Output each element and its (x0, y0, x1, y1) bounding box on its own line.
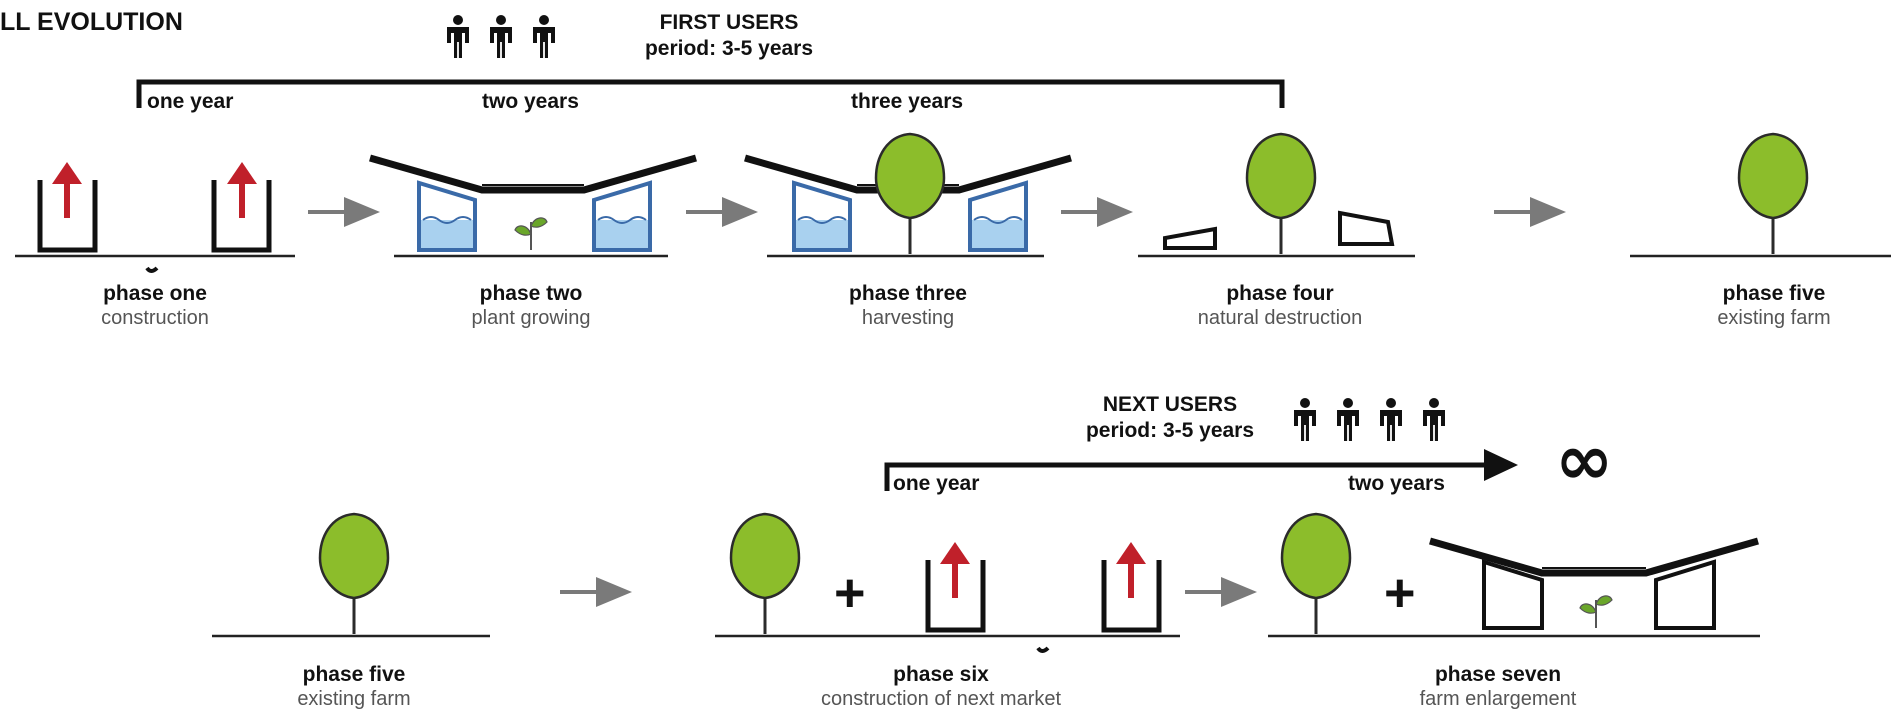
flow-arrow-icon (1492, 195, 1568, 229)
tree-icon (729, 512, 801, 636)
first-users-period: period: 3-5 years (644, 37, 814, 60)
flow-arrow-icon (1059, 195, 1135, 229)
person-icon (447, 15, 469, 58)
first-users-title: FIRST USERS (659, 11, 799, 34)
planter-box (417, 180, 477, 252)
phase-description: construction of next market (820, 688, 1062, 710)
next-users-title: NEXT USERS (1102, 393, 1238, 416)
phase-description: farm enlargement (1419, 688, 1577, 710)
person-icon (1294, 398, 1316, 441)
duration-one-year: one year (147, 90, 234, 113)
diagram-title: LL EVOLUTION (0, 8, 183, 36)
water-surface (422, 216, 472, 224)
phase-six-caption: phase six construction of next market (821, 662, 1061, 712)
person-icon (1380, 398, 1402, 441)
phase-one-caption: phase one construction (101, 281, 209, 331)
marker (145, 266, 159, 273)
water (596, 220, 648, 248)
flow-arrow-icon (558, 575, 634, 609)
sprout-icon (1579, 594, 1613, 629)
canopy-roof (370, 158, 696, 190)
infinity-icon: ∞ (1555, 419, 1614, 501)
water (972, 220, 1024, 248)
water (796, 220, 848, 248)
next-users-period: period: 3-5 years (1085, 419, 1255, 442)
canopy-roof (1429, 537, 1759, 577)
up-arrow-icon (227, 162, 257, 218)
tree-icon (318, 512, 390, 636)
period-arrow-line (884, 462, 1490, 491)
person-icon (490, 15, 512, 58)
canopy-roof (1430, 541, 1758, 573)
ruined-box (1338, 210, 1395, 246)
phase-name: phase seven (1434, 663, 1562, 686)
phase-description: existing farm (297, 688, 411, 710)
phase-name: phase five (302, 663, 406, 686)
person-icon (1423, 398, 1445, 441)
ruined-box (1163, 226, 1217, 250)
phase-name: phase one (103, 282, 207, 305)
tree-icon (1280, 512, 1352, 636)
phase-description: plant growing (471, 307, 591, 329)
tree-icon (1245, 132, 1317, 256)
flow-arrow-icon (1183, 575, 1259, 609)
next-duration-one-year: one year (893, 472, 980, 495)
plus-icon: + (834, 563, 866, 623)
phase-name: phase four (1226, 282, 1334, 305)
construction-box (37, 180, 98, 253)
phase-description: construction (101, 307, 209, 329)
person-icon (1337, 398, 1359, 441)
up-arrow-icon (1116, 542, 1146, 598)
person-icon (533, 15, 555, 58)
planter-box (792, 180, 852, 252)
duration-three-years: three years (851, 90, 964, 113)
tree-icon (874, 132, 946, 256)
phase-five-caption: phase five existing farm (1717, 281, 1830, 331)
phase-four-caption: phase four natural destruction (1198, 281, 1363, 331)
planter-box (1482, 559, 1544, 630)
flow-arrow-icon (684, 195, 760, 229)
flow-arrow-icon (306, 195, 382, 229)
duration-two-years: two years (482, 90, 579, 113)
phase-name: phase three (849, 282, 967, 305)
phase-name: phase six (893, 663, 989, 686)
tree-icon (1737, 132, 1809, 256)
phase-name: phase two (479, 282, 583, 305)
construction-box (1101, 560, 1162, 633)
water (421, 220, 473, 248)
phase-description: existing farm (1717, 307, 1831, 329)
plus-icon: + (1384, 563, 1416, 623)
up-arrow-icon (940, 542, 970, 598)
phase-description: natural destruction (1197, 307, 1363, 329)
planter-box (968, 180, 1028, 252)
construction-box (925, 560, 986, 633)
planter-box (592, 180, 652, 252)
planter-box (1654, 559, 1716, 630)
canopy-roof (369, 154, 697, 194)
water-surface (973, 216, 1023, 224)
period-bracket (136, 79, 1285, 108)
phase-seven-caption: phase seven farm enlargement (1420, 662, 1577, 712)
up-arrow-icon (52, 162, 82, 218)
next-duration-two-years: two years (1348, 472, 1445, 495)
period-arrow-head (1484, 449, 1518, 481)
sprout-icon (514, 216, 548, 251)
water-surface (797, 216, 847, 224)
phase-three-caption: phase three harvesting (849, 281, 967, 331)
marker (1036, 646, 1050, 653)
water-surface (597, 216, 647, 224)
construction-box (211, 180, 272, 253)
phase-description: harvesting (861, 307, 955, 329)
phase-five-caption-bottom: phase five existing farm (297, 662, 410, 712)
next-users-label: NEXT USERS period: 3-5 years (1060, 392, 1280, 444)
first-users-label: FIRST USERS period: 3-5 years (614, 10, 844, 62)
phase-two-caption: phase two plant growing (472, 281, 591, 331)
phase-name: phase five (1722, 282, 1826, 305)
